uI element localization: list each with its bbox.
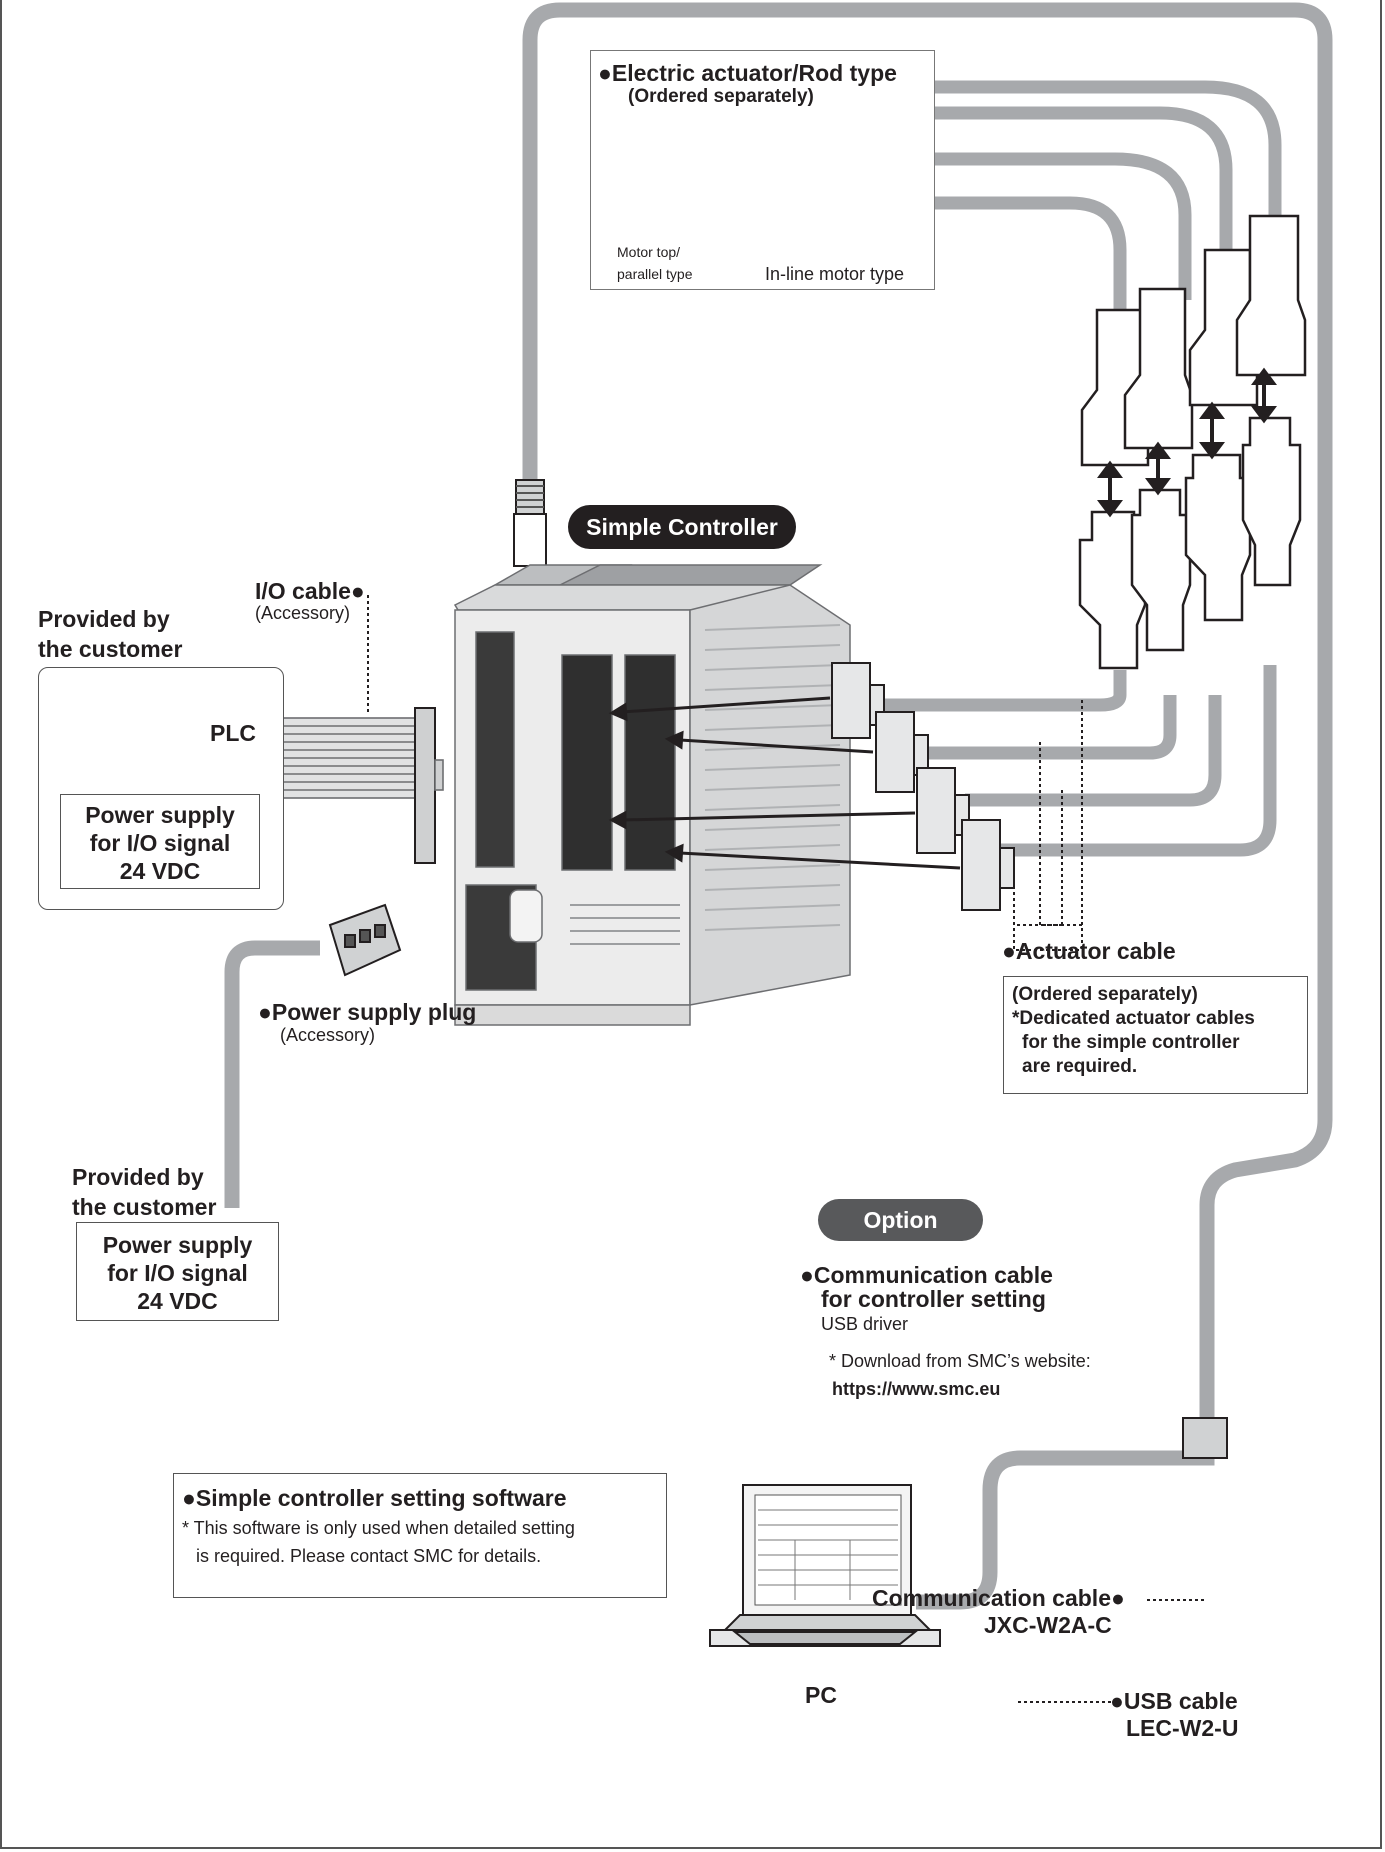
actuator-cable-routes <box>877 80 1282 857</box>
power-plug-title: ●Power supply plug <box>258 999 477 1025</box>
io-cable-title: I/O cable● <box>255 578 365 604</box>
customer-top-line1: Provided by <box>38 606 170 632</box>
simple-controller-unit <box>453 564 851 1026</box>
software-note-2: is required. Please contact SMC for deta… <box>196 1546 542 1566</box>
io-ribbon-cable <box>254 707 444 864</box>
bottom-power-line3: 24 VDC <box>137 1288 218 1314</box>
option-driver: USB driver <box>821 1314 909 1334</box>
actuator-cable-note-4: are required. <box>1022 1056 1138 1077</box>
customer-top-line2: the customer <box>38 636 183 662</box>
inline-motor-label: In-line motor type <box>765 264 905 284</box>
comm-cable-model: JXC-W2A-C <box>984 1612 1112 1638</box>
simple-controller-badge: Simple Controller <box>568 505 796 549</box>
customer-bottom-line1: Provided by <box>72 1164 204 1190</box>
option-title-line2: for controller setting <box>821 1286 1046 1312</box>
power-supply-box-bottom: Power supply for I/O signal 24 VDC <box>76 1222 279 1321</box>
plc-power-supply-box: Power supply for I/O signal 24 VDC <box>60 794 260 889</box>
plc-power-line1: Power supply <box>85 802 235 828</box>
actuator-cable-note-1: (Ordered separately) <box>1012 984 1198 1005</box>
bottom-power-line1: Power supply <box>102 1232 253 1258</box>
leader-lines <box>367 595 1207 1703</box>
actuator-connectors-lower <box>1078 416 1302 670</box>
actuator-title: ●Electric actuator/Rod type <box>598 60 897 86</box>
actuator-cable-note-2: *Dedicated actuator cables <box>1012 1008 1255 1029</box>
usb-cable-route <box>916 1440 1215 1610</box>
comm-cable-title: Communication cable● <box>872 1585 1125 1611</box>
software-box: ●Simple controller setting software * Th… <box>173 1473 667 1598</box>
usb-plug <box>513 479 547 567</box>
actuator-subtitle: (Ordered separately) <box>628 86 814 107</box>
actuator-connectors-upper <box>1080 214 1307 467</box>
option-title-line1: ●Communication cable <box>800 1262 1053 1288</box>
usb-cable-model: LEC-W2-U <box>1126 1715 1239 1741</box>
customer-bottom-line2: the customer <box>72 1194 217 1220</box>
option-download-note: * Download from SMC’s website: <box>829 1351 1091 1371</box>
controller-actuator-plugs <box>831 662 1015 911</box>
software-title: ●Simple controller setting software <box>182 1485 567 1511</box>
software-note-1: * This software is only used when detail… <box>182 1518 575 1538</box>
plc-power-line2: for I/O signal <box>89 830 231 856</box>
plc-power-line3: 24 VDC <box>119 858 201 884</box>
io-cable-note: (Accessory) <box>255 603 351 623</box>
actuator-cable-leaders <box>1013 700 1083 951</box>
pc-laptop <box>709 1484 941 1647</box>
controller-plug-arrows <box>608 696 961 870</box>
actuator-cable-note-box: (Ordered separately) *Dedicated actuator… <box>1003 976 1308 1094</box>
actuator-cable-title: ●Actuator cable <box>1002 938 1176 964</box>
usb-cable-title: ●USB cable <box>1110 1688 1238 1714</box>
connection-arrows <box>1097 367 1277 518</box>
option-badge: Option <box>818 1199 983 1241</box>
power-supply-cable-route <box>224 940 320 1208</box>
plc-label: PLC <box>210 720 256 746</box>
usb-converter-box <box>1182 1417 1228 1459</box>
actuator-box <box>590 50 935 290</box>
motor-top-label-line1: Motor top/ <box>617 244 681 260</box>
power-plug-note: (Accessory) <box>280 1025 376 1045</box>
communication-cable-route <box>522 2 1333 1420</box>
actuator-cable-note-3: for the simple controller <box>1022 1032 1240 1053</box>
bottom-power-line2: for I/O signal <box>107 1260 248 1286</box>
motor-top-label-line2: parallel type <box>617 266 693 282</box>
power-supply-plug-image <box>328 903 402 977</box>
pc-label: PC <box>805 1682 837 1708</box>
smc-website-url: https://www.smc.eu <box>832 1379 1001 1399</box>
